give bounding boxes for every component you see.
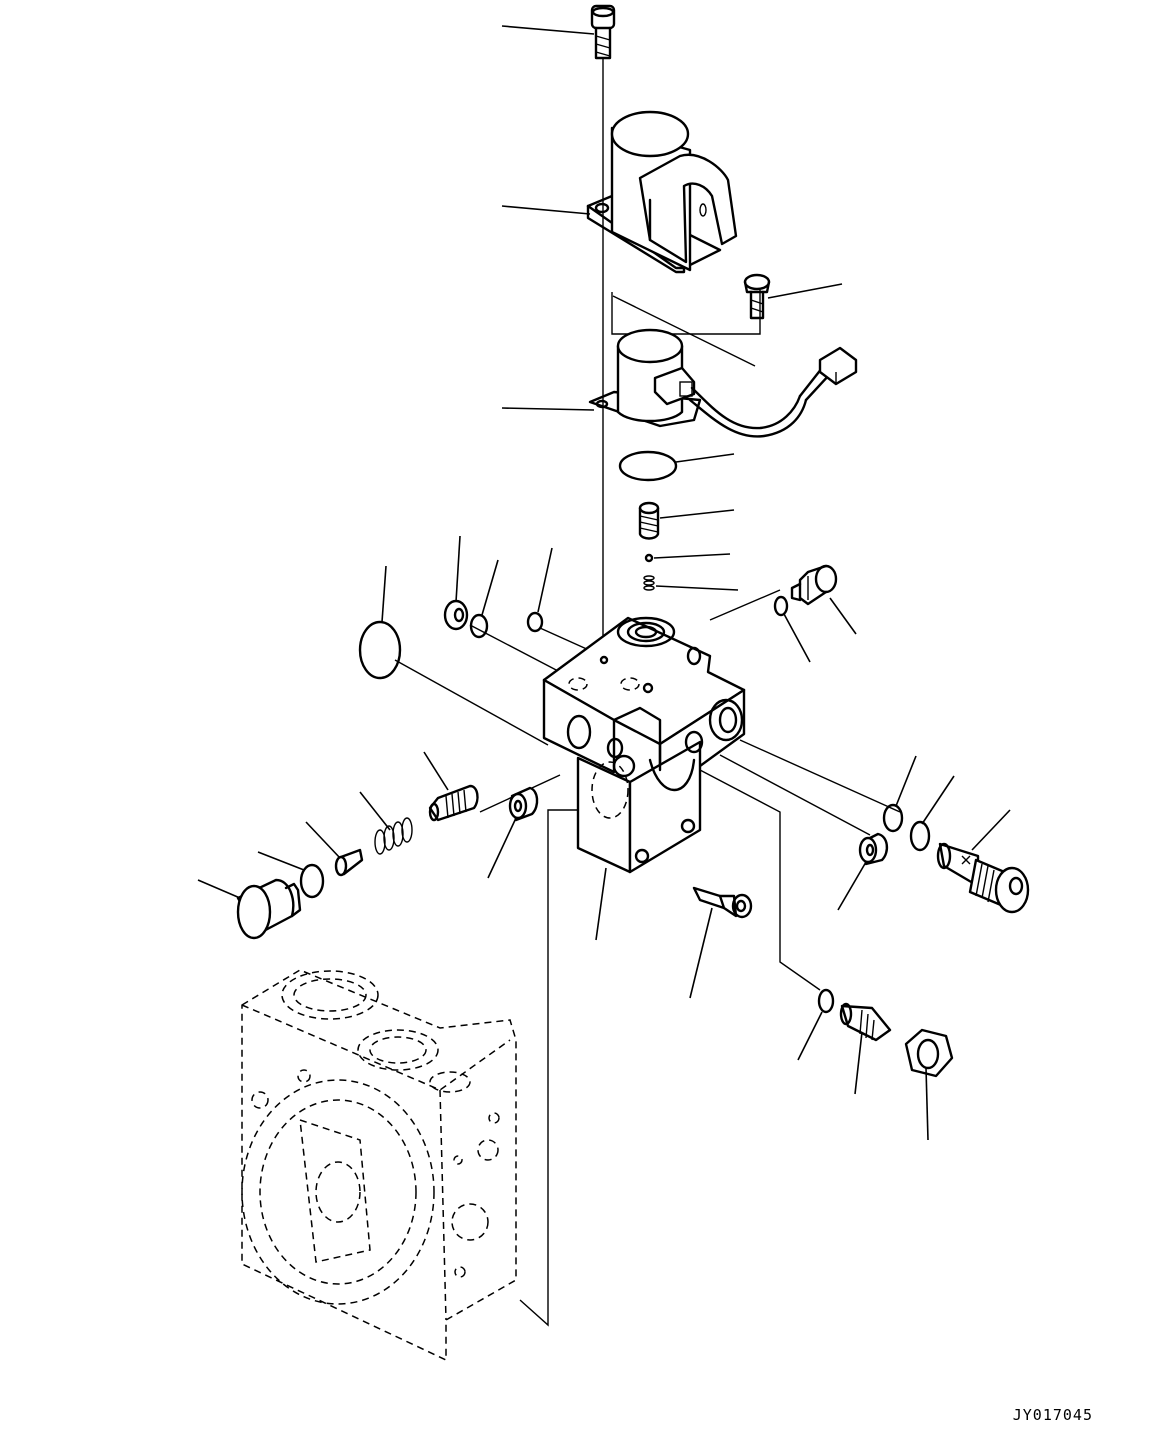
leader-lines [197,25,1011,1141]
collar-right [858,832,889,866]
block-o-ring-large [358,620,402,680]
mounting-bolt [692,886,753,919]
end-plug [236,878,302,940]
solenoid-coil-with-harness [588,328,858,438]
small-ball [644,553,654,563]
coil-o-ring [618,450,678,482]
spool-left [428,784,479,822]
cover-screw [743,273,771,320]
main-valve-housing [241,969,517,1362]
assembly-axis-lines [394,58,901,1327]
spool-cartridge [638,501,660,540]
spring-left [374,817,413,855]
collar-center [508,786,539,822]
small-spring [643,575,655,591]
solenoid-cover [586,110,738,274]
valve-pilot-plug [790,564,838,606]
valve-block [542,616,746,874]
lock-nut [904,1028,954,1078]
o-ring-right [882,803,931,852]
o-ring-small [526,595,789,633]
relief-valve-right [936,842,1030,914]
pin-left [334,848,364,877]
o-ring-left [299,863,325,899]
socket-head-bolt [590,4,616,60]
drawing-code: JY017045 [1012,1406,1093,1424]
small-o-ring-lower [817,988,835,1014]
seal-washer [443,599,489,639]
adjust-screw [839,1002,892,1042]
